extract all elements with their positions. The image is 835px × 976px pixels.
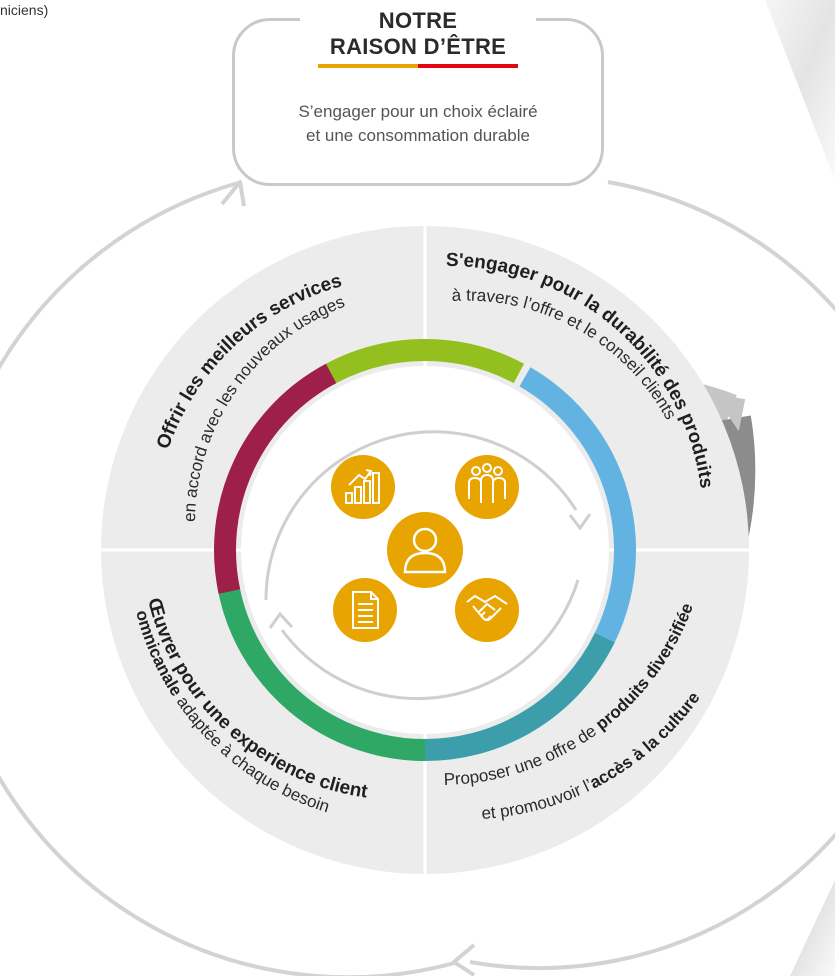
ring-arc-crimson xyxy=(214,363,337,594)
ring-arc-teal xyxy=(417,632,615,761)
outer-cycle-arrow xyxy=(469,180,835,971)
inner-cycle-arrow xyxy=(280,579,580,701)
purpose-title-underline xyxy=(318,64,518,68)
purpose-subtitle-line-2: et une consommation durable xyxy=(306,126,530,145)
arrowhead-icon xyxy=(452,943,476,976)
outer-cycle-arrow xyxy=(0,181,459,976)
ring-arc-green-light xyxy=(319,339,525,387)
growth-chart-icon xyxy=(331,455,395,519)
decorative-side-shape xyxy=(790,880,835,976)
ring-arc-green xyxy=(217,582,426,761)
color-ring xyxy=(214,339,636,761)
document-icon xyxy=(333,578,397,642)
handshake-icon xyxy=(455,578,519,642)
arrowhead-icon xyxy=(268,611,294,629)
header-fragment: niciens) xyxy=(0,2,49,18)
arrowhead-icon xyxy=(568,513,592,531)
decorative-side-shape xyxy=(765,0,835,180)
arrowhead-icon xyxy=(220,180,246,207)
band-arrowhead xyxy=(713,394,746,431)
purpose-title-line-2: RAISON D’ÊTRE xyxy=(329,34,507,59)
team-icon xyxy=(455,455,519,519)
purpose-title-block: NOTRE RAISON D’ÊTRE xyxy=(300,6,536,72)
purpose-title-line-1: NOTRE xyxy=(378,8,458,33)
ring-arc-blue xyxy=(519,367,636,650)
purpose-subtitle-line-1: S’engager pour un choix éclairé xyxy=(298,102,538,121)
purpose-subtitle: S’engager pour un choix éclairé et une c… xyxy=(240,100,596,148)
inner-cycle-arrow xyxy=(264,430,578,601)
person-icon xyxy=(387,512,463,588)
